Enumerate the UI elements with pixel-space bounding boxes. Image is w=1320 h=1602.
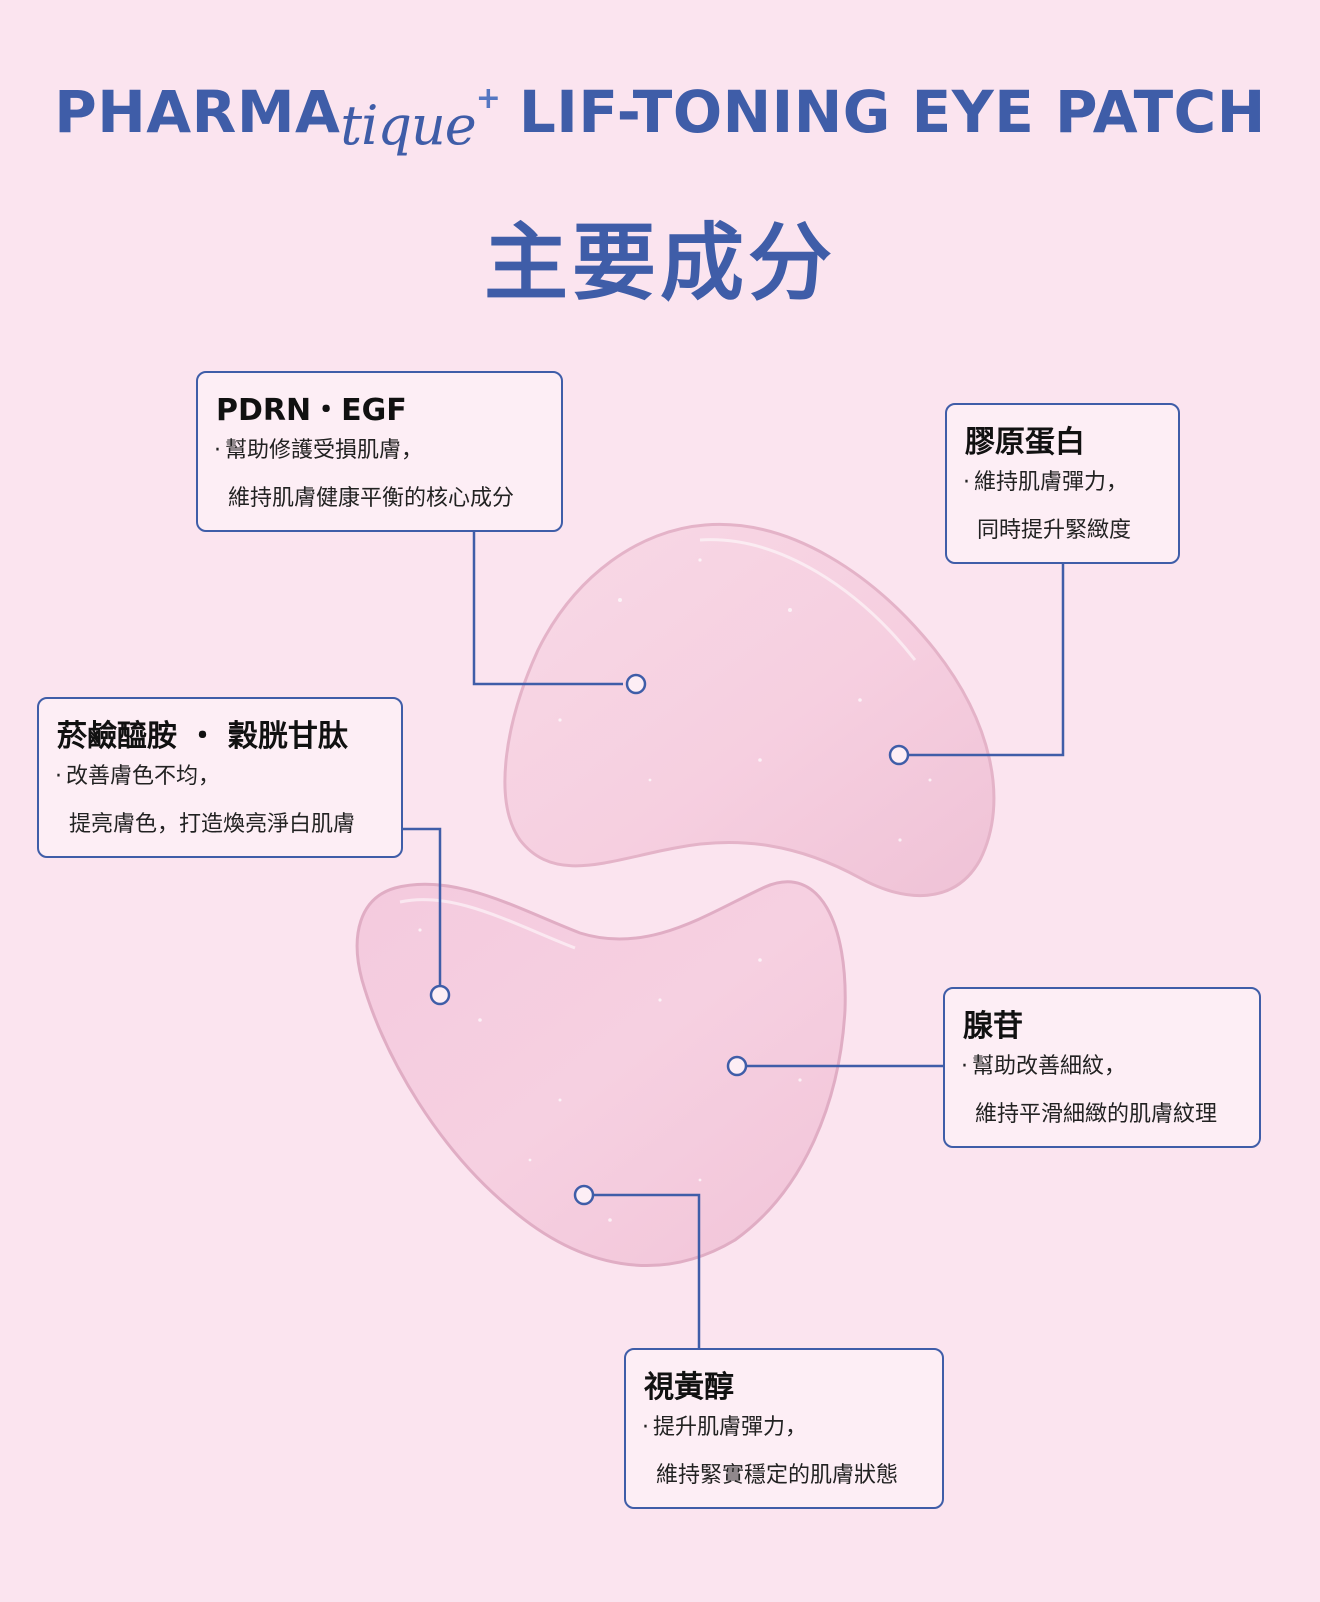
marker-collagen bbox=[888, 744, 910, 766]
eye-patch-lower bbox=[355, 880, 847, 1267]
ingredient-box-adenosine: 腺苷 幫助改善細紋， 維持平滑細緻的肌膚紋理 bbox=[943, 987, 1261, 1148]
brand-plus: + bbox=[475, 81, 501, 116]
brand-title: PHARMAtique+ LIF-TONING EYE PATCH bbox=[0, 78, 1320, 157]
ingredient-box-pdrn-egf: PDRN・EGF 幫助修護受損肌膚， 維持肌膚健康平衡的核心成分 bbox=[196, 371, 563, 532]
ingredient-title: 菸鹼醯胺 ・ 穀胱甘肽 bbox=[57, 719, 348, 754]
ingredient-desc-line2: 維持肌膚健康平衡的核心成分 bbox=[228, 486, 515, 511]
eye-patch-upper bbox=[503, 522, 996, 898]
brand-script: tique bbox=[340, 94, 476, 157]
ingredient-title: PDRN・EGF bbox=[216, 393, 407, 428]
page-heading: 主要成分 bbox=[483, 214, 836, 312]
ingredient-desc-line1: 改善膚色不均， bbox=[55, 765, 385, 789]
ingredient-desc-line2: 維持緊實穩定的肌膚狀態 bbox=[656, 1463, 899, 1488]
brand-main: PHARMA bbox=[54, 78, 341, 146]
ingredient-desc-line1: 幫助改善細紋， bbox=[961, 1055, 1243, 1079]
leader-line-pdrn bbox=[472, 532, 623, 686]
marker-niacinamide bbox=[429, 984, 451, 1006]
ingredient-title: 視黃醇 bbox=[644, 1370, 734, 1405]
ingredient-desc-line1: 提升肌膚彈力， bbox=[642, 1416, 926, 1440]
ingredient-box-retinol: 視黃醇 提升肌膚彈力， 維持緊實穩定的肌膚狀態 bbox=[624, 1348, 944, 1509]
ingredient-desc-line2: 維持平滑細緻的肌膚紋理 bbox=[975, 1102, 1218, 1127]
ingredient-title: 腺苷 bbox=[963, 1009, 1023, 1044]
ingredient-desc-line2: 提亮膚色，打造煥亮淨白肌膚 bbox=[69, 812, 356, 837]
ingredient-desc-line1: 幫助修護受損肌膚， bbox=[214, 439, 545, 463]
marker-adenosine bbox=[726, 1055, 748, 1077]
ingredient-title: 膠原蛋白 bbox=[965, 425, 1085, 460]
ingredient-box-niacinamide-glutathione: 菸鹼醯胺 ・ 穀胱甘肽 改善膚色不均， 提亮膚色，打造煥亮淨白肌膚 bbox=[37, 697, 403, 858]
leader-line-retinol bbox=[584, 1193, 701, 1348]
leader-line-niacinamide bbox=[403, 827, 442, 995]
marker-retinol bbox=[573, 1184, 595, 1206]
leader-line-collagen bbox=[899, 564, 1065, 757]
ingredient-desc-line1: 維持肌膚彈力， bbox=[963, 471, 1162, 495]
ingredient-desc-line2: 同時提升緊緻度 bbox=[977, 518, 1132, 543]
product-name: LIF-TONING EYE PATCH bbox=[518, 78, 1266, 146]
ingredient-box-collagen: 膠原蛋白 維持肌膚彈力， 同時提升緊緻度 bbox=[945, 403, 1180, 564]
marker-pdrn bbox=[625, 673, 647, 695]
